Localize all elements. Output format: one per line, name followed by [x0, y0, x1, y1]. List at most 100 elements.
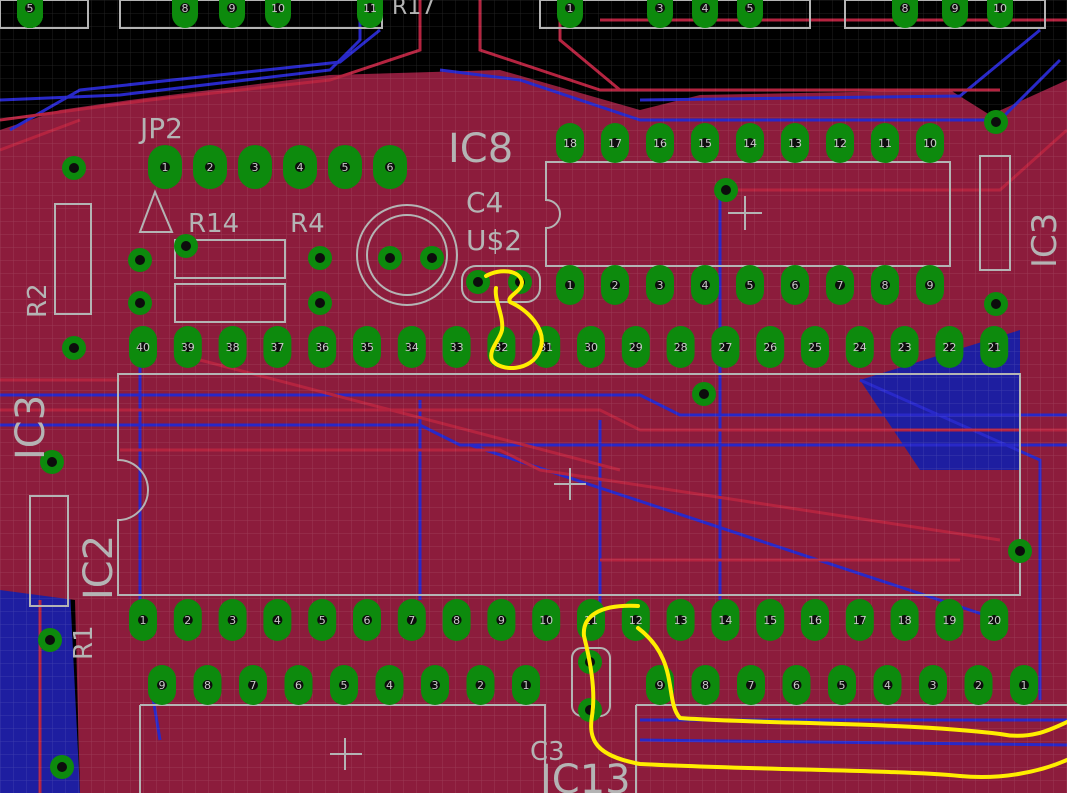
- via-pad-7[interactable]: [984, 110, 1008, 134]
- ic8-bottom-pin-7[interactable]: 7: [826, 265, 854, 305]
- header-top-left-pin-11[interactable]: 11: [357, 0, 383, 28]
- ic2-top-pin-34[interactable]: 34: [397, 326, 426, 368]
- ic8-bottom-pin-4[interactable]: 4: [691, 265, 719, 305]
- ic2-top-pin-26[interactable]: 26: [756, 326, 785, 368]
- ic2-bottom-pin-19[interactable]: 19: [935, 599, 964, 641]
- jp2-pin-6[interactable]: 6: [373, 145, 407, 189]
- via-pad-11[interactable]: [714, 178, 738, 202]
- header-top-left-pin-5[interactable]: 5: [17, 0, 43, 28]
- ic8-bottom-pin-3[interactable]: 3: [646, 265, 674, 305]
- via-pad-9[interactable]: [40, 450, 64, 474]
- header-top-left-pin-8[interactable]: 8: [172, 0, 198, 28]
- ic2-top-pin-33[interactable]: 33: [442, 326, 471, 368]
- ic2-top-pin-24[interactable]: 24: [845, 326, 874, 368]
- ic2-bottom-pin-20[interactable]: 20: [980, 599, 1009, 641]
- ic2-bottom-pin-13[interactable]: 13: [666, 599, 695, 641]
- via-pad-14[interactable]: [378, 246, 402, 270]
- ic8-top-pin-14[interactable]: 14: [736, 123, 764, 163]
- via-pad-3[interactable]: [128, 291, 152, 315]
- ic13-right-pin-3[interactable]: 3: [919, 665, 947, 705]
- ic8-top-pin-12[interactable]: 12: [826, 123, 854, 163]
- ic8-top-pin-10[interactable]: 10: [916, 123, 944, 163]
- jp2-pin-3[interactable]: 3: [238, 145, 272, 189]
- via-pad-4[interactable]: [308, 246, 332, 270]
- ic2-top-pin-29[interactable]: 29: [621, 326, 650, 368]
- header-top-right-pin-5[interactable]: 5: [737, 0, 763, 28]
- via-pad-15[interactable]: [420, 246, 444, 270]
- ic13-right-pin-1[interactable]: 1: [1010, 665, 1038, 705]
- ic13-right-pin-6[interactable]: 6: [782, 665, 811, 705]
- ic2-top-pin-40[interactable]: 40: [129, 326, 157, 368]
- ic2-bottom-pin-1[interactable]: 1: [129, 599, 157, 641]
- ic2-bottom-pin-11[interactable]: 11: [577, 599, 605, 641]
- header-top-right-pin-9[interactable]: 9: [942, 0, 968, 28]
- via-pad-10[interactable]: [38, 628, 62, 652]
- ic2-top-pin-28[interactable]: 28: [666, 326, 695, 368]
- ic2-bottom-pin-16[interactable]: 16: [801, 599, 829, 641]
- ic2-top-pin-30[interactable]: 30: [577, 326, 605, 368]
- ic2-bottom-pin-18[interactable]: 18: [890, 599, 919, 641]
- header-top-right-pin-10[interactable]: 10: [987, 0, 1013, 28]
- ic8-top-pin-15[interactable]: 15: [691, 123, 719, 163]
- jp2-pin-1[interactable]: 1: [148, 145, 182, 189]
- ic2-bottom-pin-6[interactable]: 6: [353, 599, 381, 641]
- ic8-bottom-pin-8[interactable]: 8: [871, 265, 899, 305]
- via-pad-0[interactable]: [62, 156, 86, 180]
- ic2-top-pin-37[interactable]: 37: [263, 326, 292, 368]
- jp2-pin-5[interactable]: 5: [328, 145, 362, 189]
- ic2-top-pin-39[interactable]: 39: [173, 326, 202, 368]
- header-top-right-pin-4[interactable]: 4: [692, 0, 718, 28]
- ic2-bottom-pin-15[interactable]: 15: [756, 599, 785, 641]
- ic13-right-pin-2[interactable]: 2: [964, 665, 993, 705]
- ic2-bottom-pin-2[interactable]: 2: [173, 599, 202, 641]
- ic2-bottom-pin-4[interactable]: 4: [263, 599, 292, 641]
- ic2-bottom-pin-5[interactable]: 5: [308, 599, 337, 641]
- ic8-bottom-pin-2[interactable]: 2: [601, 265, 629, 305]
- ic2-bottom-pin-8[interactable]: 8: [442, 599, 471, 641]
- header-top-right-pin-3[interactable]: 3: [647, 0, 673, 28]
- ic2-top-pin-25[interactable]: 25: [801, 326, 829, 368]
- ic13-left-pin-9[interactable]: 9: [148, 665, 176, 705]
- ic13-left-pin-4[interactable]: 4: [375, 665, 404, 705]
- ic8-top-pin-18[interactable]: 18: [556, 123, 584, 163]
- via-pad-12[interactable]: [692, 382, 716, 406]
- ic2-bottom-pin-14[interactable]: 14: [711, 599, 740, 641]
- ic2-bottom-pin-3[interactable]: 3: [218, 599, 247, 641]
- header-top-left-pin-10[interactable]: 10: [265, 0, 291, 28]
- ic2-top-pin-21[interactable]: 21: [980, 326, 1009, 368]
- header-top-right-pin-8[interactable]: 8: [892, 0, 918, 28]
- ic13-left-pin-3[interactable]: 3: [421, 665, 449, 705]
- ic2-bottom-pin-17[interactable]: 17: [845, 599, 874, 641]
- ic2-top-pin-31[interactable]: 31: [532, 326, 561, 368]
- ic8-top-pin-16[interactable]: 16: [646, 123, 674, 163]
- ic8-top-pin-17[interactable]: 17: [601, 123, 629, 163]
- ic2-top-pin-36[interactable]: 36: [308, 326, 337, 368]
- via-pad-13[interactable]: [1008, 539, 1032, 563]
- via-pad-2[interactable]: [128, 248, 152, 272]
- ic13-right-pin-4[interactable]: 4: [873, 665, 902, 705]
- ic8-bottom-pin-9[interactable]: 9: [916, 265, 944, 305]
- via-pad-8[interactable]: [984, 292, 1008, 316]
- via-pad-6[interactable]: [174, 234, 198, 258]
- ic13-right-pin-5[interactable]: 5: [828, 665, 856, 705]
- ic2-top-pin-27[interactable]: 27: [711, 326, 740, 368]
- ic8-top-pin-11[interactable]: 11: [871, 123, 899, 163]
- ic13-left-pin-8[interactable]: 8: [193, 665, 222, 705]
- header-top-left-pin-9[interactable]: 9: [219, 0, 245, 28]
- jp2-pin-4[interactable]: 4: [283, 145, 317, 189]
- via-pad-1[interactable]: [62, 336, 86, 360]
- ic2-bottom-pin-10[interactable]: 10: [532, 599, 561, 641]
- ic13-left-pin-5[interactable]: 5: [330, 665, 358, 705]
- ic8-top-pin-13[interactable]: 13: [781, 123, 809, 163]
- via-pad-20[interactable]: [50, 755, 74, 779]
- ic13-left-pin-7[interactable]: 7: [239, 665, 267, 705]
- ic13-right-pin-7[interactable]: 7: [737, 665, 765, 705]
- ic13-left-pin-6[interactable]: 6: [284, 665, 313, 705]
- header-top-right-pin-1[interactable]: 1: [557, 0, 583, 28]
- via-pad-5[interactable]: [308, 291, 332, 315]
- ic13-left-pin-2[interactable]: 2: [466, 665, 495, 705]
- ic2-top-pin-32[interactable]: 32: [487, 326, 516, 368]
- ic8-bottom-pin-1[interactable]: 1: [556, 265, 584, 305]
